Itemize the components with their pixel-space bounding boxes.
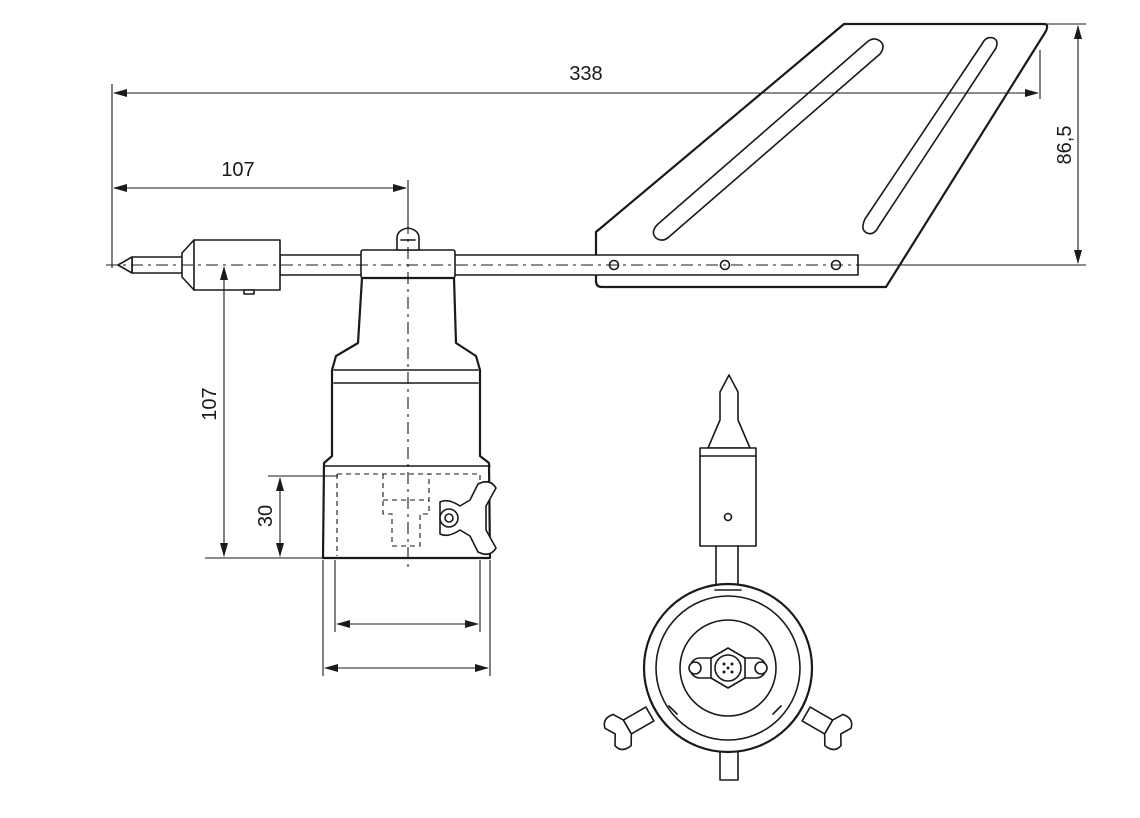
side-view (106, 22, 1049, 570)
wing-nut-right (801, 706, 853, 751)
bottom-view (603, 374, 853, 781)
dim-overall-length: 338 (569, 63, 602, 85)
wing-nut (439, 480, 497, 556)
sensor-housing (321, 276, 492, 560)
dimensions: 338 86,5 107 107 30 (111, 23, 1086, 676)
vane-tip (707, 374, 751, 449)
counterweight-front (699, 447, 757, 547)
housing-inner-ring (655, 595, 801, 741)
connector (688, 647, 768, 689)
tail-vane (594, 22, 1049, 289)
dim-axis-height: 107 (199, 387, 221, 420)
dim-tip-to-axis: 107 (221, 159, 254, 181)
wing-nut-left (603, 706, 655, 751)
counterweight (181, 239, 281, 295)
dim-vane-height: 86,5 (1054, 126, 1076, 165)
rivet-2 (719, 259, 731, 271)
dim-clamp-height: 30 (255, 505, 277, 527)
